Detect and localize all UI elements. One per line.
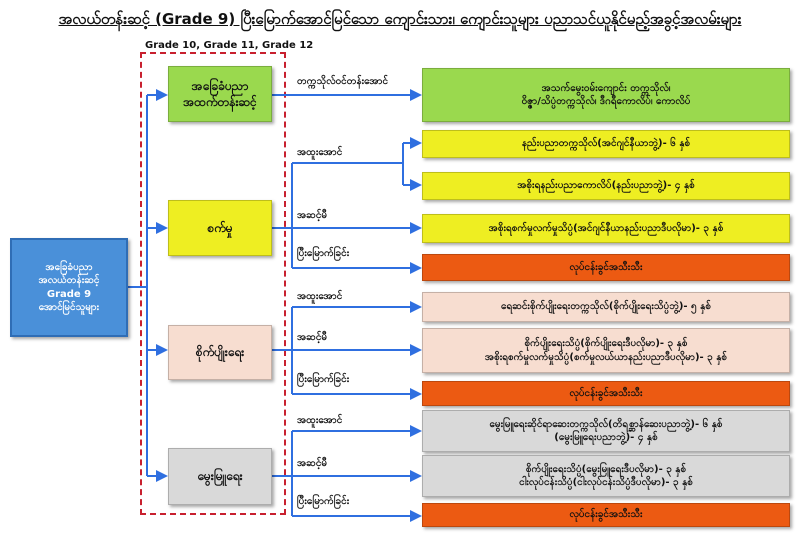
label-qualified: အဆင့်မီ (297, 210, 328, 221)
source-line: အောင်မြင်သူများ (38, 302, 100, 313)
grades-caption: Grade 10, Grade 11, Grade 12 (145, 40, 314, 51)
outcome-line: အသက်မွေးဝမ်းကျောင်း တက္ကသိုလ်၊ (541, 82, 671, 94)
outcome-technical-institute: အစိုးရစက်မှုလက်မှုသိပ္ပံ(အင်ဂျင်နီယာနည်း… (422, 214, 790, 243)
label-distinction: အထူးအောင် (297, 147, 343, 158)
label-distinction: အထူးအောင် (297, 291, 343, 302)
industry-stream-box: စက်မှု (168, 200, 272, 256)
agriculture-trunk (272, 307, 293, 394)
outcome-line: စိုက်ပျိုးရေးသိပ္ပံ(စိုက်ပျိုးရေးဒီပလိုမ… (524, 338, 688, 349)
label-completed: ပြီးမြောက်ခြင်း (297, 248, 350, 259)
label-qualified: အဆင့်မီ (297, 458, 328, 469)
industry-trunk (272, 143, 404, 268)
outcome-line: မွေးမြူရေးဆိုင်ရာဆေးတက္ကသိုလ်(တိရစ္ဆာန်ဆ… (489, 418, 723, 430)
outcome-workforce: လုပ်ငန်းခွင်အသီးသီး (422, 254, 790, 281)
outcome-line: အစိုးရစက်မှုလက်မှုသိပ္ပံ(စက်မှုလယ်ယာနည်း… (484, 351, 728, 363)
livestock-trunk (272, 431, 293, 516)
outcome-universities: အသက်မွေးဝမ်းကျောင်း တက္ကသိုလ်၊ ဝိဇ္ဇာ/သိ… (422, 68, 790, 122)
label-completed: ပြီးမြောက်ခြင်း (297, 374, 350, 385)
upper-secondary-group-frame (140, 52, 286, 515)
label-qualified: အဆင့်မီ (297, 332, 328, 343)
label-distinction: အထူးအောင် (297, 415, 343, 426)
label-completed: ပြီးမြောက်ခြင်း (297, 496, 350, 507)
stream-line: အခြေခံပညာ (191, 78, 249, 93)
diagram-title: အလယ်တန်းဆင့် (Grade 9) ပြီးမြောက်အောင်မြ… (58, 10, 742, 28)
outcome-line: စိုက်ပျိုးရေးသိပ္ပံ(မွေးမြူရေးဒီပလိုမာ)-… (525, 463, 687, 475)
outcome-workforce: လုပ်ငန်းခွင်အသီးသီး (422, 381, 790, 406)
outcome-line: ဝိဇ္ဇာ/သိပ္ပံတက္ကသိုလ်၊ ဒီဂရီကောလိပ်၊ ကေ… (521, 96, 691, 107)
grade9-graduates-box: အခြေခံပညာ အလယ်တန်းဆင့် Grade 9 အောင်မြင်… (10, 238, 128, 337)
agriculture-stream-box: စိုက်ပျိုးရေး (168, 325, 272, 380)
source-connector (128, 95, 148, 476)
label-matric-pass: တက္ကသိုလ်ဝင်တန်းအောင် (297, 76, 389, 87)
outcome-veterinary-university: မွေးမြူရေးဆိုင်ရာဆေးတက္ကသိုလ်(တိရစ္ဆာန်ဆ… (422, 410, 790, 452)
outcome-line: ငါးလုပ်ငန်းသိပ္ပံ(ငါးလုပ်ငန်းသိပ္ပံဒီပလိ… (519, 477, 693, 488)
basic-upper-secondary-box: အခြေခံပညာ အထက်တန်းဆင့် (168, 66, 272, 122)
outcome-agricultural-university: ရေဆင်းစိုက်ပျိုးရေးတက္ကသိုလ်(စိုက်ပျိုးရ… (422, 292, 790, 322)
outcome-technical-college: အစိုးရနည်းပညာကောလိပ်(နည်းပညာဘွဲ့)- ၄ နှစ… (422, 172, 790, 200)
livestock-stream-box: မွေးမြူရေး (168, 448, 272, 505)
stream-line: အထက်တန်းဆင့် (183, 95, 257, 109)
source-line: အလယ်တန်းဆင့် (38, 275, 100, 286)
outcome-workforce: လုပ်ငန်းခွင်အသီးသီး (422, 503, 790, 527)
outcome-line: (မွေးမြူရေးပညာဘွဲ့)- ၄ နှစ် (554, 432, 658, 443)
outcome-technological-university: နည်းပညာတက္ကသိုလ်(အင်ဂျင်နီယာဘွဲ့)- ၆ နှစ… (422, 130, 790, 158)
source-line: Grade 9 (46, 288, 92, 300)
source-line: အခြေခံပညာ (45, 261, 93, 273)
outcome-agricultural-institutes: စိုက်ပျိုးရေးသိပ္ပံ(စိုက်ပျိုးရေးဒီပလိုမ… (422, 328, 790, 373)
outcome-livestock-fisheries-institutes: စိုက်ပျိုးရေးသိပ္ပံ(မွေးမြူရေးဒီပလိုမာ)-… (422, 455, 790, 497)
